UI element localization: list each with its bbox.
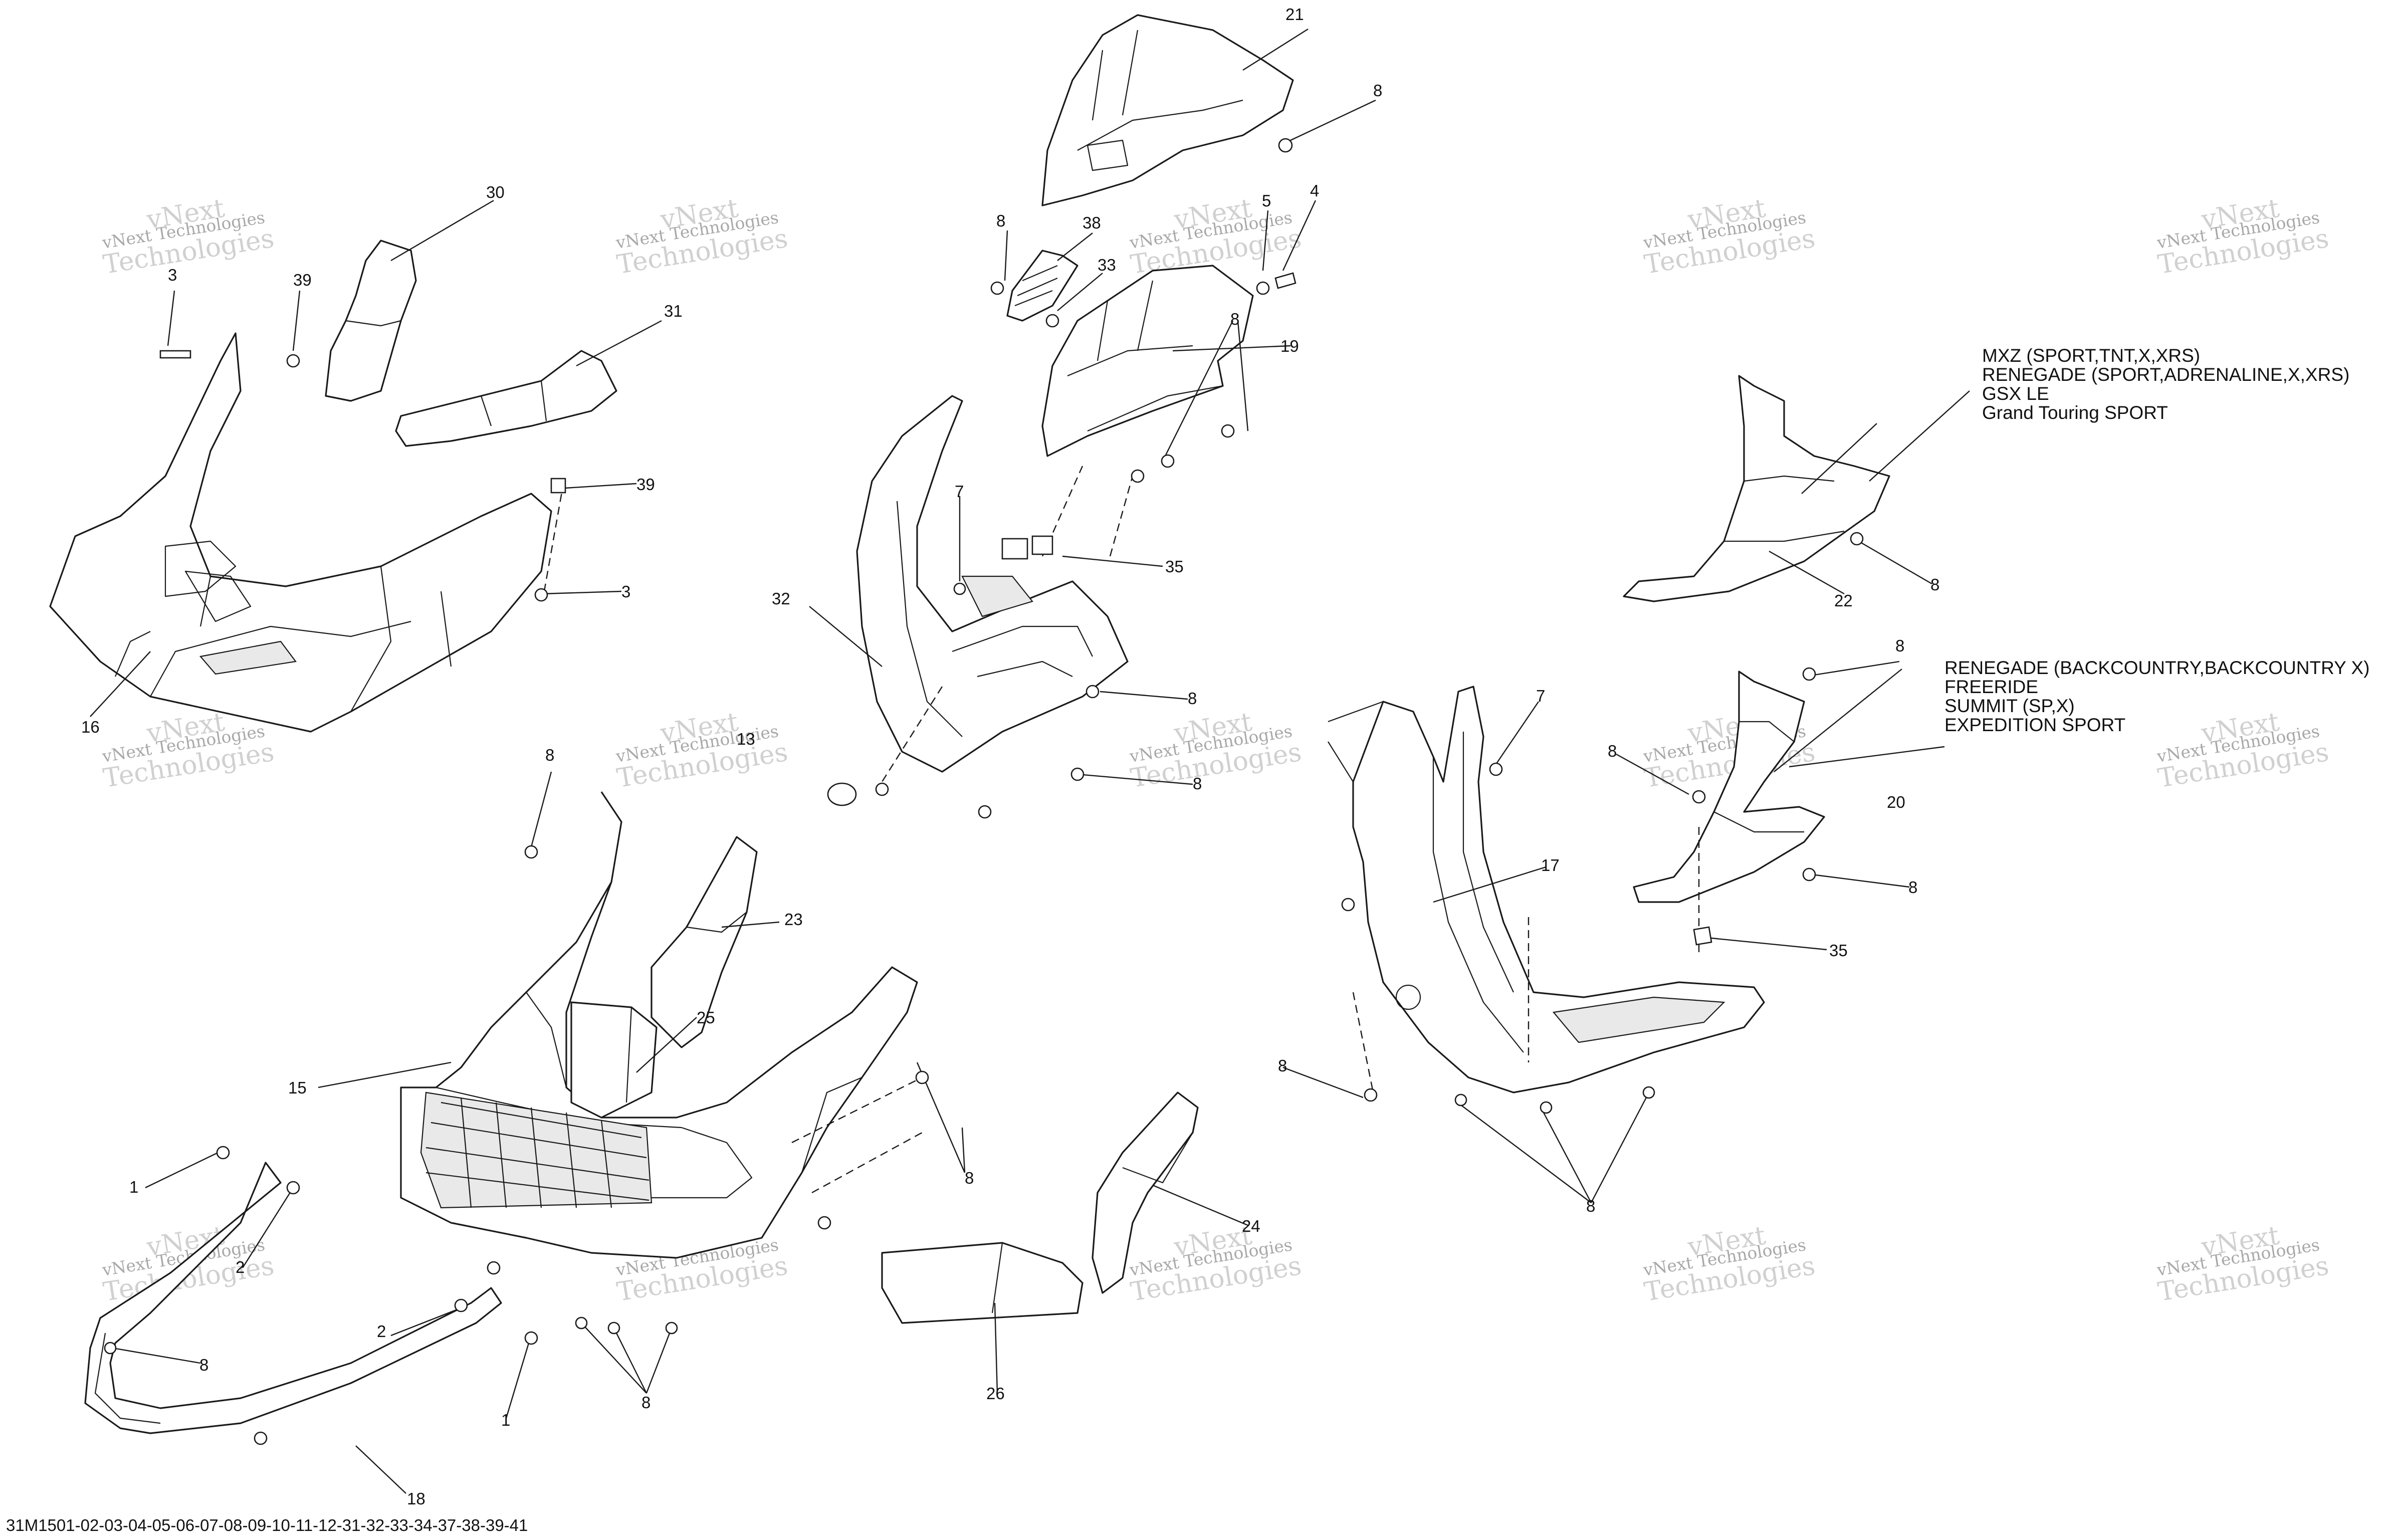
part-32-frame xyxy=(856,395,1129,773)
part-24-insulation xyxy=(1092,1091,1199,1294)
applicability-line: Grand Touring SPORT xyxy=(1982,402,2168,423)
part-30-insulation xyxy=(325,240,417,402)
applicability-line: EXPEDITION SPORT xyxy=(1944,715,2125,735)
part-17-frame xyxy=(1328,686,1765,1093)
callout-label: 32 xyxy=(772,589,790,608)
callout-label: 2 xyxy=(236,1258,245,1276)
callout-label: 24 xyxy=(1242,1217,1260,1235)
callout-label: 22 xyxy=(1834,591,1853,610)
callout-label: 8 xyxy=(1586,1197,1595,1215)
callout-labels: 21 8 30 3 39 31 8 38 33 5 4 19 39 3 16 7… xyxy=(81,5,1939,1508)
part-16-side-panel xyxy=(49,332,552,733)
callout-label: 25 xyxy=(697,1008,715,1027)
applicability-line: RENEGADE (SPORT,ADRENALINE,X,XRS) xyxy=(1982,364,2349,385)
callout-label: 33 xyxy=(1098,256,1116,274)
applicability-line: SUMMIT (SP,X) xyxy=(1944,696,2075,716)
callout-label: 1 xyxy=(501,1411,510,1429)
callout-label: 1 xyxy=(129,1178,138,1196)
callout-label: 7 xyxy=(1536,687,1545,705)
callout-label: 3 xyxy=(621,582,630,601)
part-20-side-part xyxy=(1633,671,1825,903)
callout-label: 39 xyxy=(636,475,655,494)
callout-label: 39 xyxy=(293,271,312,289)
callout-label: 8 xyxy=(1193,774,1202,793)
part-38-bracket xyxy=(1006,250,1078,322)
callout-label: 4 xyxy=(1310,181,1319,200)
callout-label: 8 xyxy=(199,1356,208,1374)
callout-label: 8 xyxy=(1908,878,1917,897)
callout-label: 16 xyxy=(81,718,100,736)
callout-label: 8 xyxy=(641,1393,650,1412)
callout-label: 8 xyxy=(1895,636,1904,655)
part-19-console xyxy=(1041,265,1254,457)
applicability-line: FREERIDE xyxy=(1944,677,2038,697)
callout-label: 21 xyxy=(1285,5,1304,24)
document-id: 31M1501-02-03-04-05-06-07-08-09-10-11-12… xyxy=(6,1516,528,1534)
applicability-line: GSX LE xyxy=(1982,383,2049,404)
part-25-insulation xyxy=(570,1001,658,1119)
callout-label: 18 xyxy=(407,1489,425,1508)
callout-label: 31 xyxy=(664,302,683,320)
callout-label: 8 xyxy=(1608,742,1617,760)
part-18-front-bumper xyxy=(84,1162,502,1434)
applicability-note-part-22: MXZ (SPORT,TNT,X,XRS) RENEGADE (SPORT,AD… xyxy=(1982,345,2349,423)
callout-label: 8 xyxy=(965,1169,974,1187)
part-15-front-grille xyxy=(420,1091,653,1209)
callout-label: 8 xyxy=(1930,575,1939,594)
part-23-insulation xyxy=(650,836,758,1048)
fasteners xyxy=(104,138,1864,1445)
part-21-console xyxy=(1041,14,1294,206)
callout-label: 8 xyxy=(1278,1056,1287,1075)
callout-label: 8 xyxy=(1230,310,1239,328)
part-22-side-part xyxy=(1623,375,1890,602)
callout-label: 5 xyxy=(1262,191,1271,210)
callout-label: 7 xyxy=(955,482,964,501)
callout-label: 26 xyxy=(986,1384,1005,1403)
callout-label: 8 xyxy=(1188,689,1197,708)
callout-label: 19 xyxy=(1280,337,1299,355)
callout-label: 38 xyxy=(1082,213,1101,232)
callout-label: 30 xyxy=(486,183,505,201)
callout-label: 35 xyxy=(1829,941,1848,960)
part-31-insulation xyxy=(395,350,617,447)
callout-label: 3 xyxy=(168,266,177,284)
callout-label: 15 xyxy=(288,1078,307,1097)
callout-label: 8 xyxy=(996,211,1005,230)
applicability-line: RENEGADE (BACKCOUNTRY,BACKCOUNTRY X) xyxy=(1944,657,2369,678)
callout-label: 17 xyxy=(1541,856,1560,874)
applicability-line: MXZ (SPORT,TNT,X,XRS) xyxy=(1982,345,2200,366)
callout-label: 8 xyxy=(1373,81,1382,100)
part-26-insulation xyxy=(881,1242,1083,1324)
callout-label: 2 xyxy=(377,1322,386,1341)
callout-label: 8 xyxy=(545,746,554,764)
applicability-note-part-20: RENEGADE (BACKCOUNTRY,BACKCOUNTRY X) FRE… xyxy=(1944,657,2369,735)
callout-label: 20 xyxy=(1887,793,1905,811)
leader-lines xyxy=(90,28,1970,1494)
callout-label: 35 xyxy=(1165,557,1184,576)
callout-label: 23 xyxy=(784,910,803,929)
callout-label: 13 xyxy=(737,730,755,748)
